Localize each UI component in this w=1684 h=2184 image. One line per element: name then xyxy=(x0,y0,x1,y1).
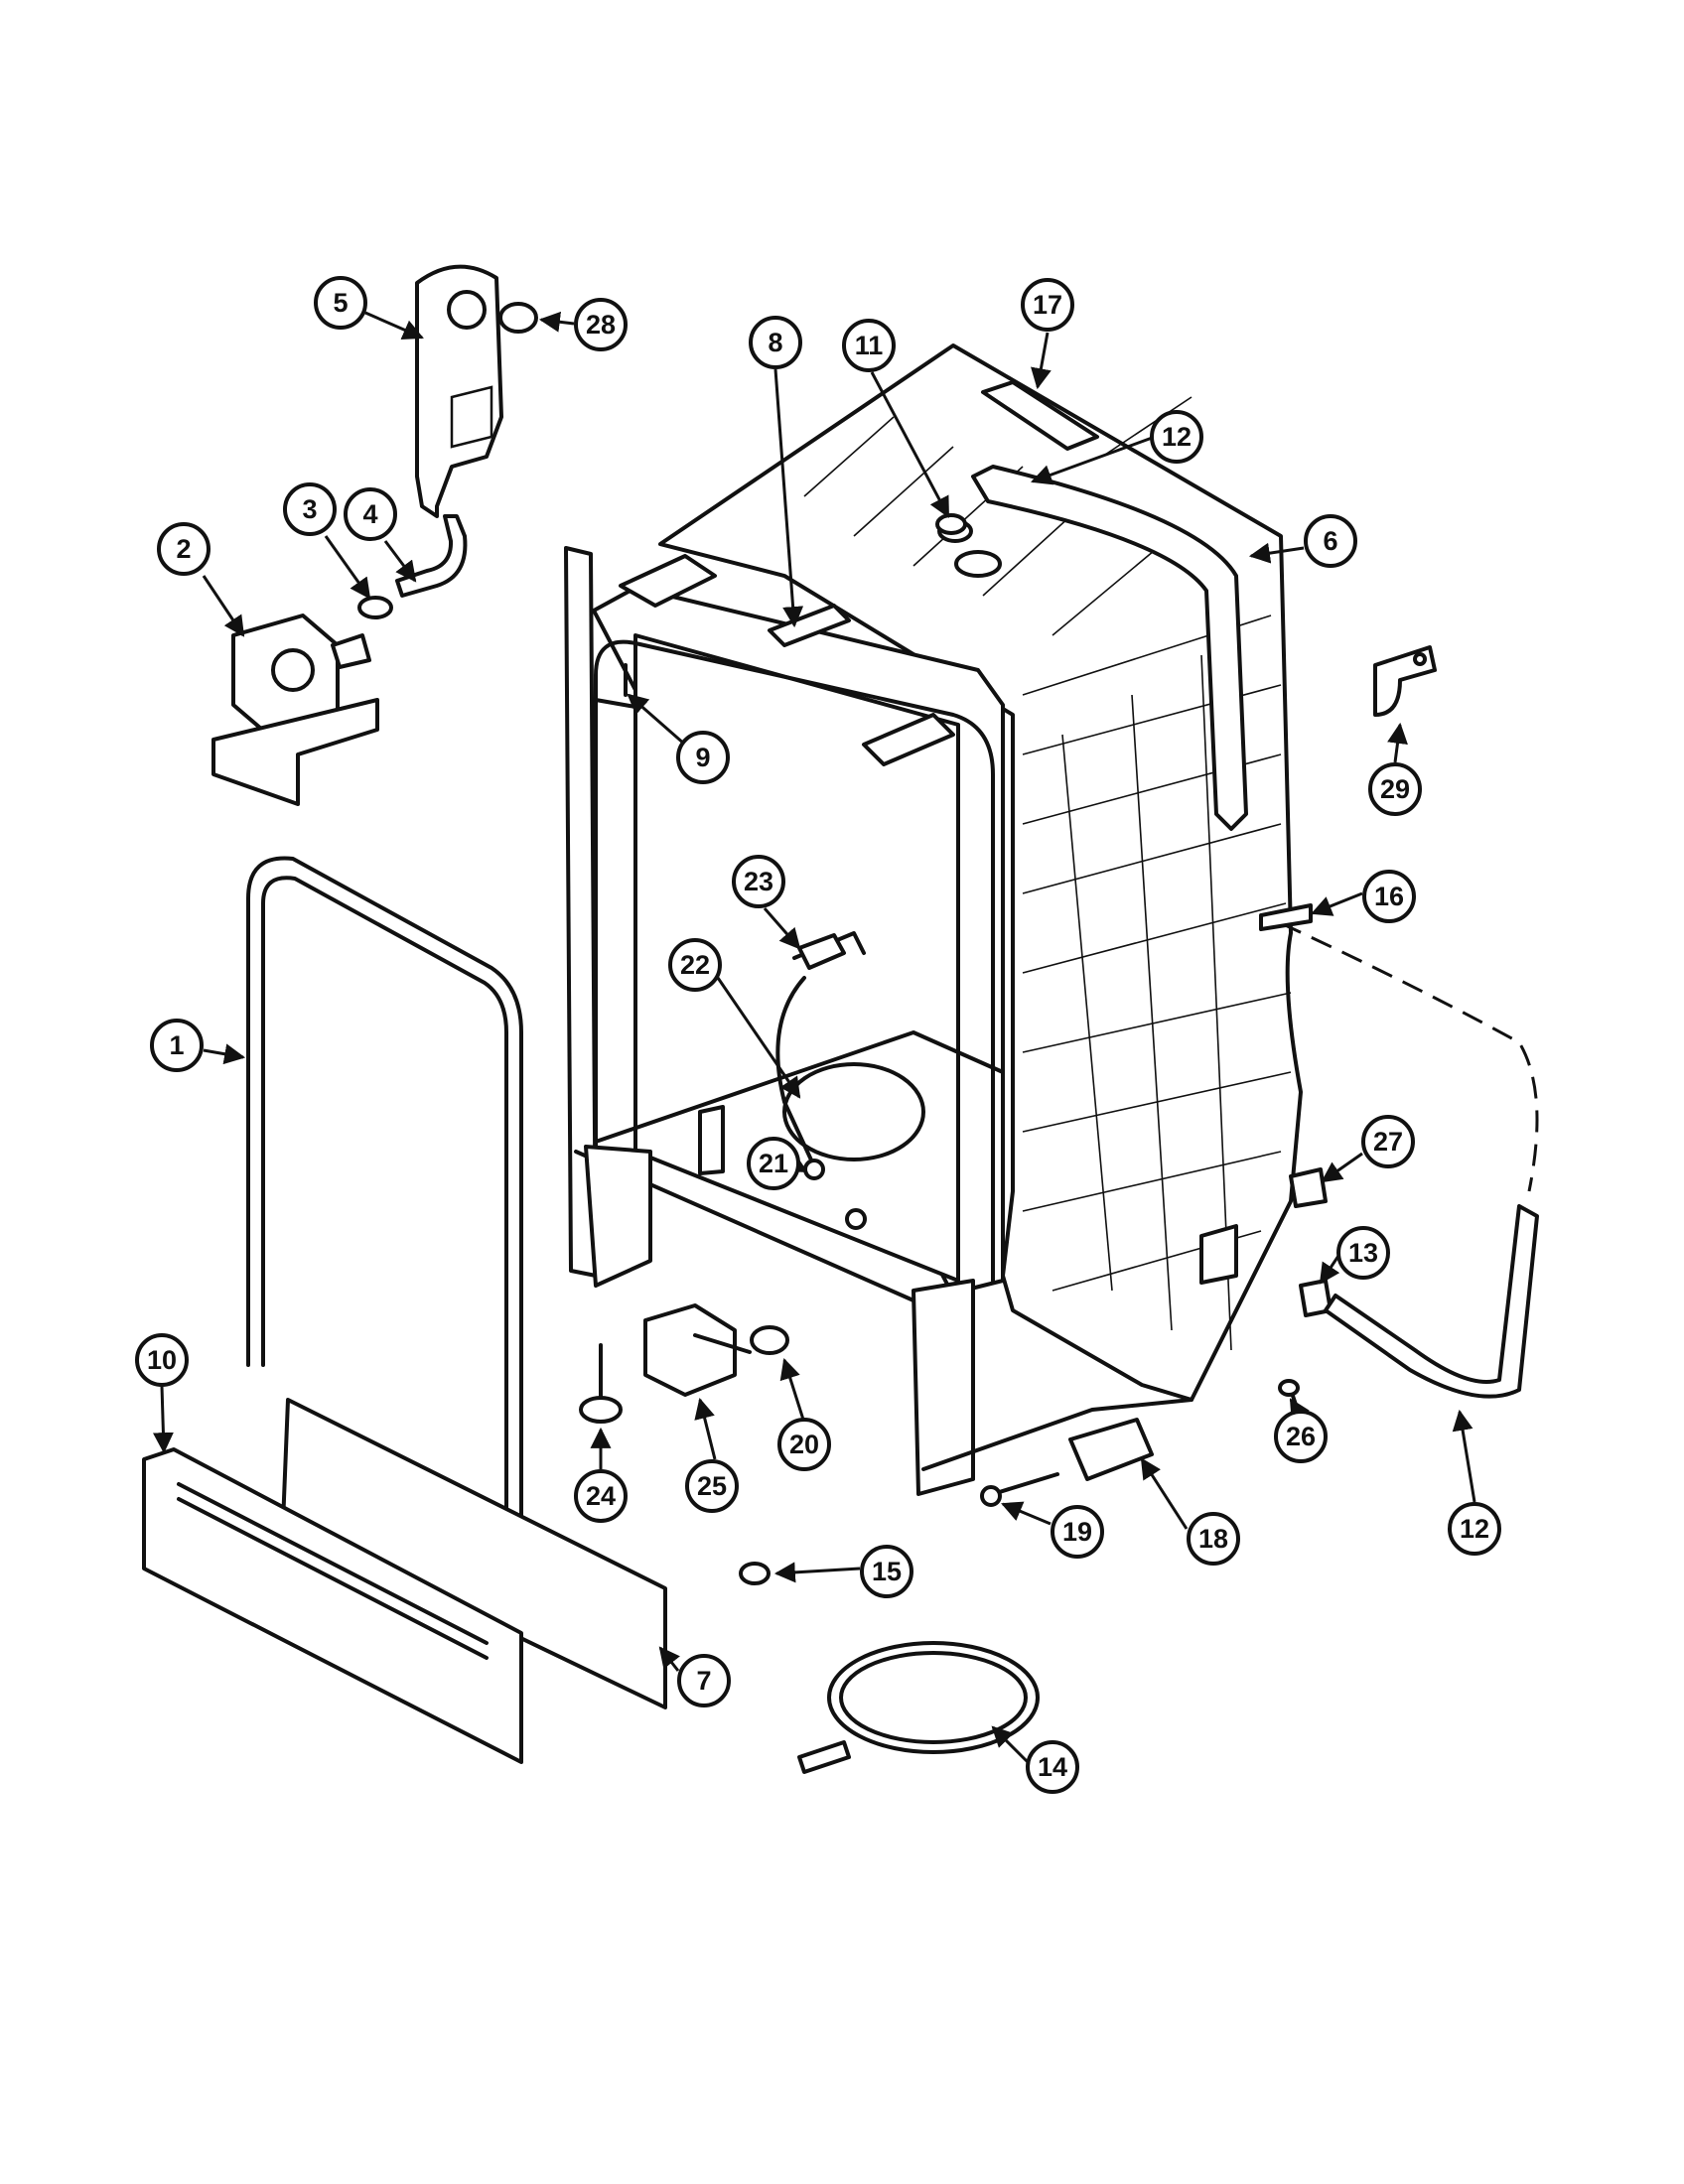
svg-text:23: 23 xyxy=(744,867,773,896)
callout-5: 5 xyxy=(314,276,367,330)
drain-grommet xyxy=(750,1325,789,1355)
top-insulation-strip xyxy=(981,380,1099,451)
door-gasket xyxy=(246,856,523,1536)
callout-9: 9 xyxy=(676,731,730,784)
callout-27: 27 xyxy=(1361,1115,1415,1168)
callout-4: 4 xyxy=(344,487,397,541)
svg-text:22: 22 xyxy=(680,950,710,980)
kick-plate xyxy=(142,1447,523,1764)
leader-lines xyxy=(152,311,1476,1764)
callout-18: 18 xyxy=(1187,1512,1240,1566)
ground-strap xyxy=(1289,1167,1328,1208)
callout-11: 11 xyxy=(842,319,896,372)
callout-13: 13 xyxy=(1336,1226,1390,1280)
svg-text:11: 11 xyxy=(855,331,884,360)
mounting-bracket xyxy=(1068,1418,1154,1481)
svg-text:21: 21 xyxy=(759,1149,788,1178)
svg-text:2: 2 xyxy=(176,534,191,564)
inlet-hose-clamp xyxy=(357,596,393,619)
svg-text:28: 28 xyxy=(586,310,616,340)
thermostat xyxy=(739,1562,771,1585)
svg-text:4: 4 xyxy=(362,499,377,529)
leg-leveler xyxy=(579,1343,623,1424)
svg-text:24: 24 xyxy=(586,1481,616,1511)
callout-7: 7 xyxy=(677,1654,731,1707)
callout-14: 14 xyxy=(1026,1740,1079,1794)
callout-6: 6 xyxy=(1304,514,1357,568)
hose-clip xyxy=(1373,645,1437,717)
svg-text:27: 27 xyxy=(1373,1127,1403,1157)
callout-21: 21 xyxy=(747,1137,800,1190)
svg-text:8: 8 xyxy=(768,328,782,357)
callout-25: 25 xyxy=(685,1459,739,1513)
svg-text:7: 7 xyxy=(696,1666,711,1696)
svg-text:26: 26 xyxy=(1286,1422,1316,1451)
svg-text:12: 12 xyxy=(1460,1514,1489,1544)
svg-text:13: 13 xyxy=(1348,1238,1378,1268)
callout-19: 19 xyxy=(1051,1505,1104,1559)
callout-23: 23 xyxy=(732,855,785,908)
svg-text:14: 14 xyxy=(1038,1752,1067,1782)
callout-26: 26 xyxy=(1274,1410,1328,1463)
inlet-hose xyxy=(395,514,468,598)
svg-text:9: 9 xyxy=(695,743,710,772)
callout-10: 10 xyxy=(135,1333,189,1387)
svg-text:12: 12 xyxy=(1162,422,1192,452)
svg-text:10: 10 xyxy=(147,1345,177,1375)
funnel-o-ring xyxy=(498,302,538,334)
bracket-screw xyxy=(980,1472,1059,1507)
callout-2: 2 xyxy=(157,522,210,576)
callout-12-top: 12 xyxy=(1150,410,1203,464)
svg-text:6: 6 xyxy=(1323,526,1337,556)
svg-text:19: 19 xyxy=(1062,1517,1092,1547)
callout-16: 16 xyxy=(1362,870,1416,923)
callout-20: 20 xyxy=(777,1418,831,1471)
inlet-grommet xyxy=(935,513,967,535)
callout-28: 28 xyxy=(574,298,628,351)
svg-text:18: 18 xyxy=(1198,1524,1228,1554)
callout-22: 22 xyxy=(668,938,722,992)
junction-box xyxy=(643,1303,752,1397)
svg-text:25: 25 xyxy=(697,1471,727,1501)
toe-panel xyxy=(281,1398,667,1709)
callout-24: 24 xyxy=(574,1469,628,1523)
wire-clip xyxy=(797,933,846,970)
svg-text:17: 17 xyxy=(1033,290,1062,320)
heater-ring xyxy=(797,1641,1040,1774)
svg-text:3: 3 xyxy=(302,494,317,524)
svg-text:16: 16 xyxy=(1374,882,1404,911)
svg-text:5: 5 xyxy=(333,288,348,318)
callout-15: 15 xyxy=(860,1545,913,1598)
callout-17: 17 xyxy=(1021,278,1074,332)
svg-text:29: 29 xyxy=(1380,774,1410,804)
svg-text:1: 1 xyxy=(169,1030,184,1060)
callout-1: 1 xyxy=(150,1019,204,1072)
inlet-valve xyxy=(211,614,379,806)
drain-hose xyxy=(1280,921,1539,1399)
tub-spacer xyxy=(1259,903,1313,931)
vent-fill-funnel xyxy=(415,264,503,518)
callout-29: 29 xyxy=(1368,762,1422,816)
callout-8: 8 xyxy=(749,316,802,369)
callout-12-bottom: 12 xyxy=(1448,1502,1501,1556)
svg-text:15: 15 xyxy=(872,1557,902,1586)
callout-3: 3 xyxy=(283,482,337,536)
svg-text:20: 20 xyxy=(789,1430,819,1459)
